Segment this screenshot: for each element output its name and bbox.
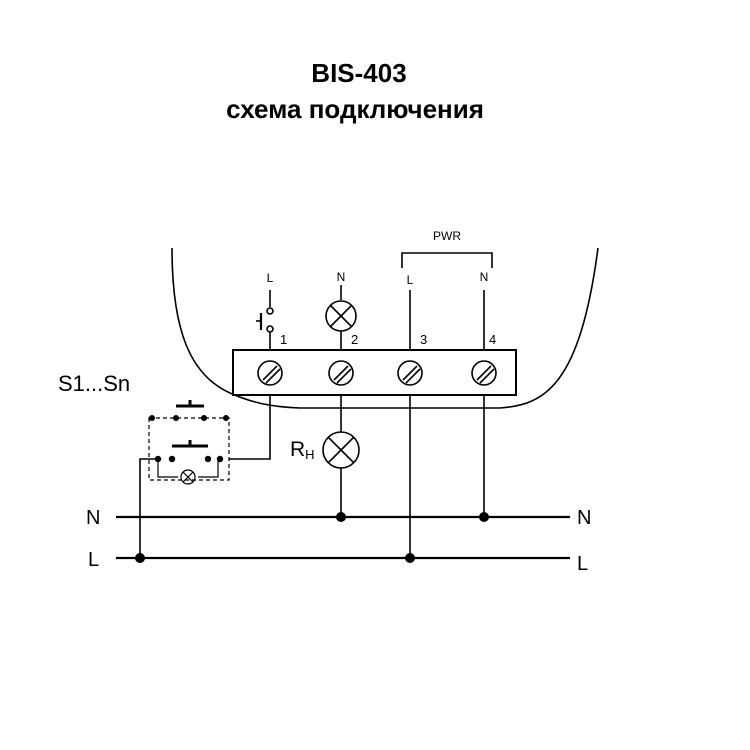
bus-l-left-label: L	[88, 549, 99, 571]
terminal-block	[232, 349, 517, 396]
junction-dot	[336, 512, 346, 522]
bus-n-left-label: N	[86, 507, 100, 529]
load-label: RH	[290, 438, 315, 462]
terminal-screw-4	[471, 360, 497, 386]
switch-contact-bottom	[266, 325, 274, 333]
contact-dot	[223, 415, 229, 421]
device-housing	[171, 247, 599, 409]
load-lamp	[322, 431, 360, 469]
pushbutton-upper	[176, 400, 204, 408]
junction-dot	[405, 553, 415, 563]
pushbutton-lower	[172, 440, 208, 448]
term-1-number: 1	[280, 332, 287, 347]
junction-dot	[479, 512, 489, 522]
contact-dot	[201, 415, 207, 421]
contact-dot	[154, 455, 162, 463]
terminal-screw-1	[257, 360, 283, 386]
bus-l-right-label: L	[577, 553, 588, 575]
indicator-lamp	[325, 300, 357, 332]
diagram-subtitle: схема подключения	[226, 94, 484, 124]
terminal-screw-3	[397, 360, 423, 386]
bus-n-right-label: N	[577, 507, 591, 529]
diagram-title: BIS-403	[311, 58, 407, 88]
pwr-label: PWR	[433, 229, 461, 243]
contact-dot	[173, 415, 179, 421]
switch-group-label: S1...Sn	[58, 371, 130, 396]
contact-dot	[149, 415, 155, 421]
junction-dot	[135, 553, 145, 563]
backlight-lamp	[180, 469, 196, 485]
terminal-screw-2	[328, 360, 354, 386]
contact-dot	[168, 455, 176, 463]
switch-group-frame	[148, 417, 230, 481]
term-2-top-label: N	[337, 270, 346, 284]
term-3-top-label: L	[407, 273, 414, 287]
contact-dot	[216, 455, 224, 463]
term-4-number: 4	[489, 332, 496, 347]
pwr-bracket	[401, 252, 493, 268]
term-1-top-label: L	[267, 271, 274, 285]
term-3-number: 3	[420, 332, 427, 347]
switch-contact-top	[266, 307, 274, 315]
term-4-top-label: N	[480, 270, 489, 284]
contact-dot	[204, 455, 212, 463]
term-2-number: 2	[351, 332, 358, 347]
